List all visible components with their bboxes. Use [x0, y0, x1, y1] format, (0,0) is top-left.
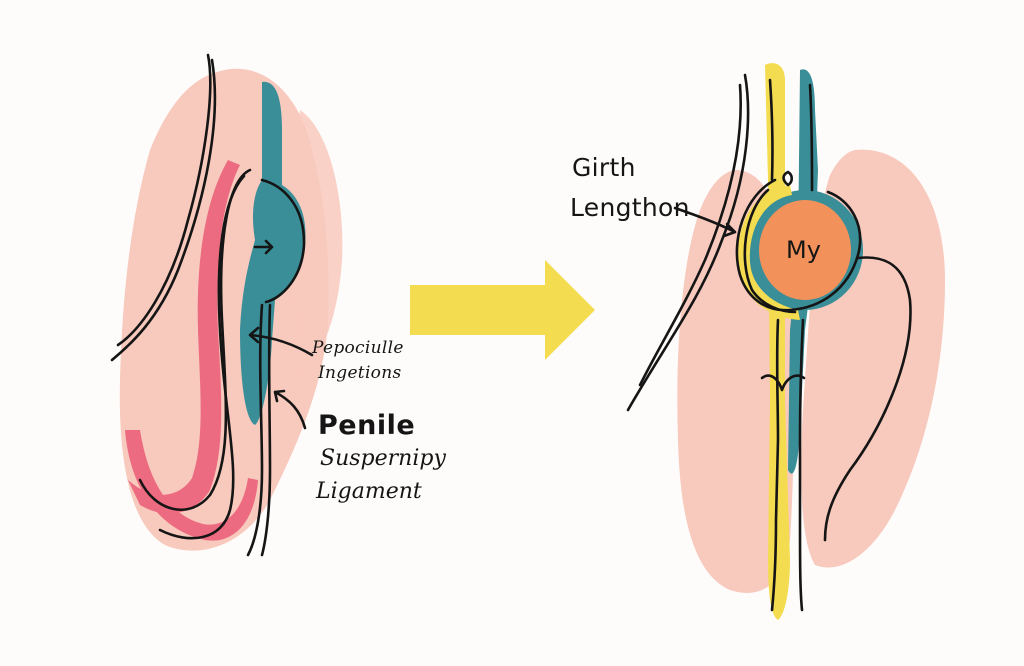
left-bulb-outline [260, 178, 306, 304]
right-shaft-line-2 [798, 318, 805, 612]
right-bulb-outline [735, 178, 862, 312]
right-bulb-outline-2 [743, 188, 797, 314]
left-ligament-outline-2 [158, 174, 246, 540]
right-outer-line [626, 73, 750, 412]
right-shaft-notch [760, 374, 806, 392]
left-shaft-line-1 [246, 303, 264, 557]
right-arrow [673, 206, 737, 238]
right-figure [626, 63, 945, 620]
left-pink-lower [125, 430, 258, 541]
left-inner-arrow [253, 239, 274, 255]
right-right-curve [823, 256, 912, 542]
right-inner-vessel [768, 78, 814, 192]
right-yellow-ring [737, 185, 800, 320]
label-my: My [786, 236, 821, 264]
left-pink-band [128, 160, 240, 514]
label-suspernipy: Suspernipy [320, 446, 446, 471]
left-arrow-2 [273, 389, 307, 430]
right-outer-line-2 [638, 83, 742, 387]
label-ingetions: Ingetions [318, 363, 402, 383]
label-ligament: Ligament [316, 479, 422, 504]
left-figure [110, 53, 343, 557]
left-outer-line-2 [110, 58, 217, 362]
label-lengthon: Lengthon [570, 193, 690, 222]
label-penile: Penile [318, 410, 416, 441]
right-shaft-line-1 [770, 318, 780, 612]
label-girth: Girth [572, 153, 636, 182]
left-outer-line [116, 53, 212, 347]
right-top-curl [782, 170, 794, 187]
left-shaft-line-2 [260, 303, 272, 557]
left-skin-right-lobe [290, 110, 343, 380]
left-arrow-1 [248, 326, 314, 357]
right-orange-bulb [759, 200, 851, 300]
label-pepociulle: Pepociulle [312, 338, 404, 358]
transition-arrow [410, 260, 595, 360]
